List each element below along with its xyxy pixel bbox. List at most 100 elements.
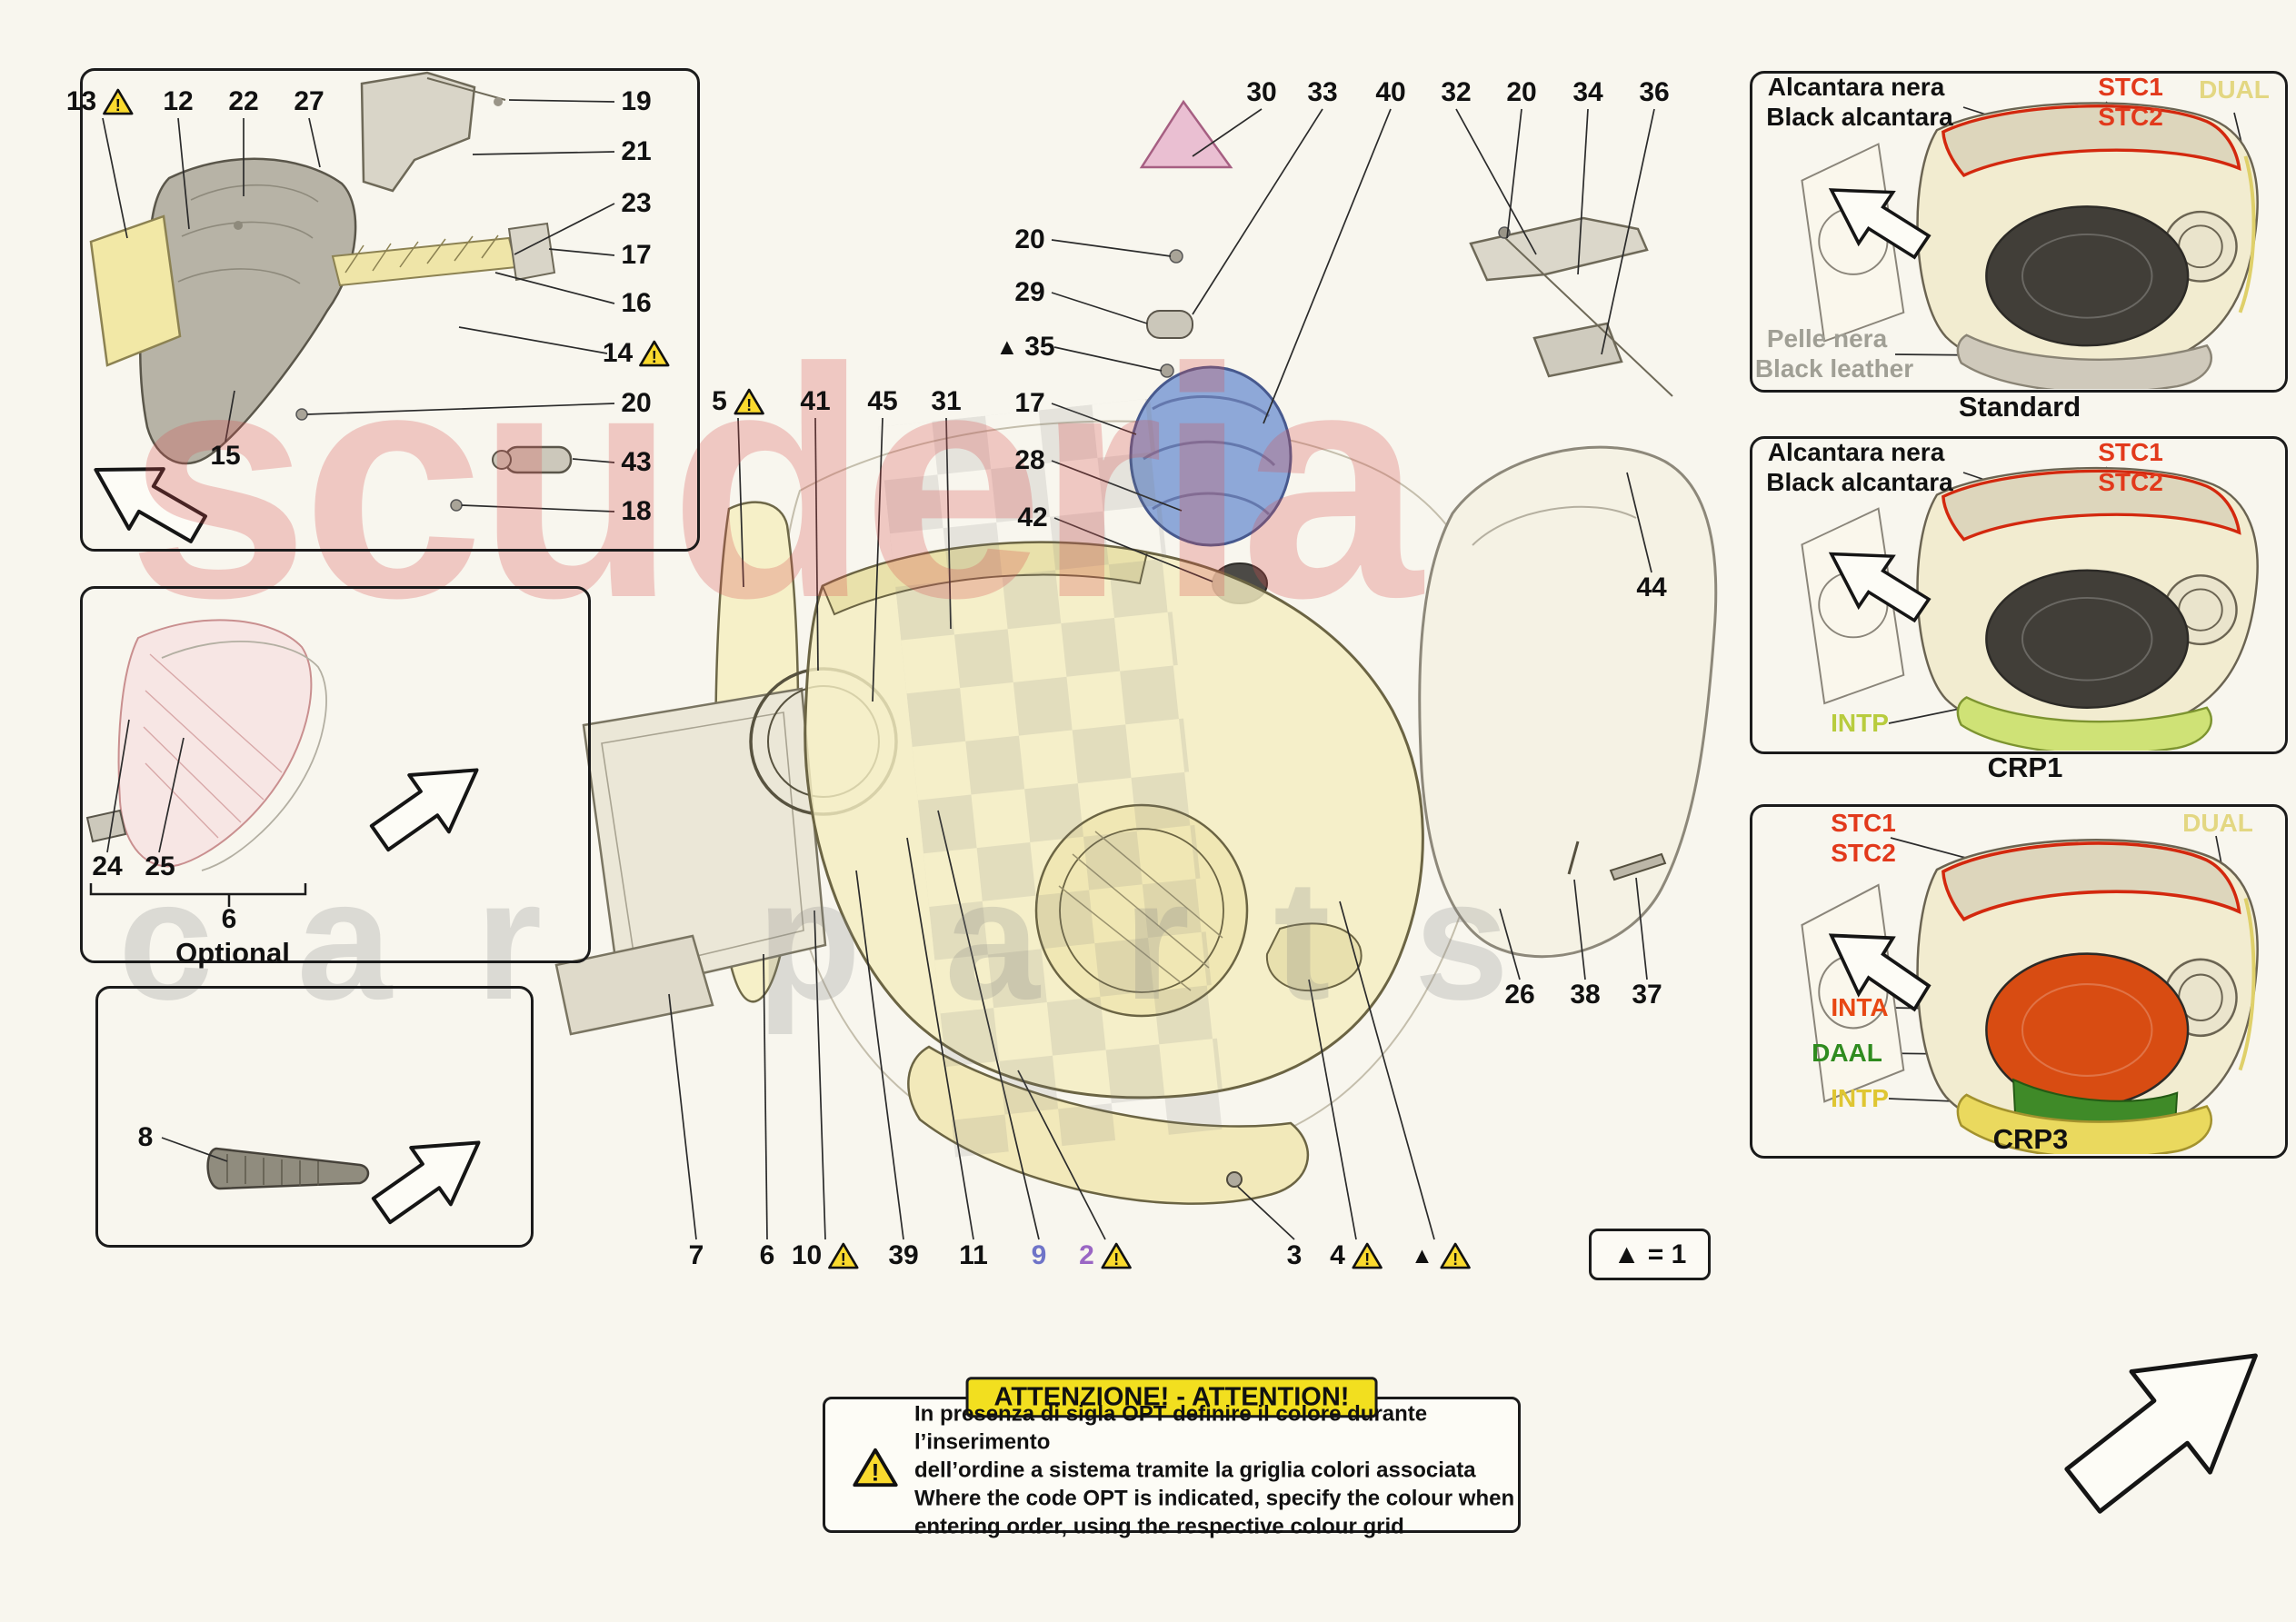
variant-2-label-daal: DAAL [1812,1039,1882,1067]
callout-45: 45 [867,386,898,416]
callout-20: 20 [621,388,652,418]
variant-2-label-stc1: STC1 [1831,809,1896,837]
callout-42: 42 [1017,503,1048,532]
svg-text:!: ! [115,95,121,114]
svg-text:!: ! [1452,1249,1458,1269]
variant-crp3-art [1801,839,2259,1154]
callout-6: 6 [221,904,237,934]
attention-line-it-1: In presenza di sigla OPT definire il col… [914,1401,1428,1455]
variant-1-label-stc2: STC2 [2098,468,2163,496]
callout-8: 8 [137,1122,154,1152]
filled-triangle-marker: ▲ [1411,1242,1433,1269]
variant-0-label-black-alcantara: Black alcantara [1766,103,1953,131]
variant-caption-standard: Standard [1958,391,2081,423]
callout-34: 34 [1572,77,1603,107]
callout-11: 11 [959,1240,988,1270]
callout-16: 16 [621,288,652,318]
variant-caption-crp3: CRP3 [1992,1123,2069,1155]
callout-36: 36 [1639,77,1670,107]
callout-40: 40 [1375,77,1406,107]
svg-text:!: ! [872,1458,880,1486]
callout-39: 39 [888,1240,919,1270]
variant-caption-crp1: CRP1 [1987,751,2063,783]
variant-box-standard [1750,71,2288,393]
callout-27: 27 [294,86,324,116]
callout-28: 28 [1014,445,1045,475]
callout-20: 20 [1014,224,1045,254]
callout-21: 21 [621,136,652,166]
callout-37: 37 [1632,980,1662,1010]
callout-5: 5! [712,386,764,417]
callout-35: ▲35 [995,332,1055,362]
callout-31: 31 [931,386,962,416]
callout-41: 41 [800,386,831,416]
callout-10: 10! [792,1240,859,1271]
variant-1-label-alcantara-nera: Alcantara nera [1767,438,1945,466]
svg-text:!: ! [841,1249,846,1269]
attention-line-en-1: Where the code OPT is indicated, specify… [914,1486,1515,1511]
callout-19: 19 [621,86,652,116]
variant-1-label-stc1: STC1 [2098,438,2163,466]
callout-30: 30 [1246,77,1277,107]
callout-29: 29 [1014,277,1045,307]
variant-box-crp1 [1750,436,2288,754]
attention-body-text: In presenza di sigla OPT definire il col… [914,1399,1518,1540]
variant-0-label-pelle-nera: Pelle nera [1766,324,1888,353]
variant-0-label-alcantara-nera: Alcantara nera [1767,73,1945,101]
inset-box-sill-part [95,986,534,1248]
variant-box-crp3 [1750,804,2288,1159]
callout-7: 7 [688,1240,704,1270]
svg-text:!: ! [746,395,752,414]
variant-0-label-dual: DUAL [2199,75,2270,104]
svg-text:!: ! [1364,1249,1370,1269]
variant-2-label-stc2: STC2 [1831,839,1896,867]
callout-24: 24 [92,851,123,881]
callout-20: 20 [1506,77,1537,107]
callout-32: 32 [1441,77,1472,107]
variant-standard-art [1801,102,2259,389]
svg-text:!: ! [1113,1249,1119,1269]
variant-2-label-inta: INTA [1831,993,1889,1021]
warning-icon: ! [853,1448,898,1488]
inset-box-upper-trim-parts [80,68,700,552]
callout-22: 22 [228,86,259,116]
callout-23: 23 [621,188,652,218]
legend-text: ▲ = 1 [1612,1239,1687,1269]
callout-14: 14! [603,338,670,369]
svg-text:!: ! [652,347,657,366]
callout-triangle: ▲! [1411,1242,1471,1269]
callout-17: 17 [1014,388,1045,418]
callout-43: 43 [621,447,652,477]
variant-0-label-stc2: STC2 [2098,103,2163,131]
callout-13: 13! [66,86,134,117]
callout-4: 4! [1330,1240,1383,1271]
attention-note: ATTENZIONE! - ATTENTION! ! In presenza d… [823,1377,1521,1538]
callout-9[interactable]: 9 [1031,1240,1047,1270]
attention-line-en-2: entering order, using the respective col… [914,1514,1404,1539]
inset-box-optional [80,586,591,963]
attention-line-it-2: dell’ordine a sistema tramite la griglia… [914,1458,1476,1483]
optional-caption: Optional [175,937,290,969]
callout-38: 38 [1570,980,1601,1010]
variant-0-label-stc1: STC1 [2098,73,2163,101]
variant-1-label-intp: INTP [1831,709,1889,737]
callout-33: 33 [1307,77,1338,107]
callout-15: 15 [210,441,241,471]
legend-triangle-note: ▲ = 1 [1589,1229,1711,1280]
callout-12: 12 [163,86,194,116]
callout-3: 3 [1286,1240,1303,1270]
attention-header: ATTENZIONE! - ATTENTION! [965,1377,1378,1418]
callout-26: 26 [1504,980,1535,1010]
callout-17: 17 [621,240,652,270]
variant-2-label-dual: DUAL [2182,809,2253,837]
callout-18: 18 [621,496,652,526]
callout-2[interactable]: 2! [1079,1240,1132,1271]
variant-crp1-art [1801,466,2259,751]
variant-0-label-black-leather: Black leather [1754,354,1914,383]
callout-25: 25 [145,851,175,881]
variant-1-label-black-alcantara: Black alcantara [1766,468,1953,496]
callout-6: 6 [759,1240,775,1270]
